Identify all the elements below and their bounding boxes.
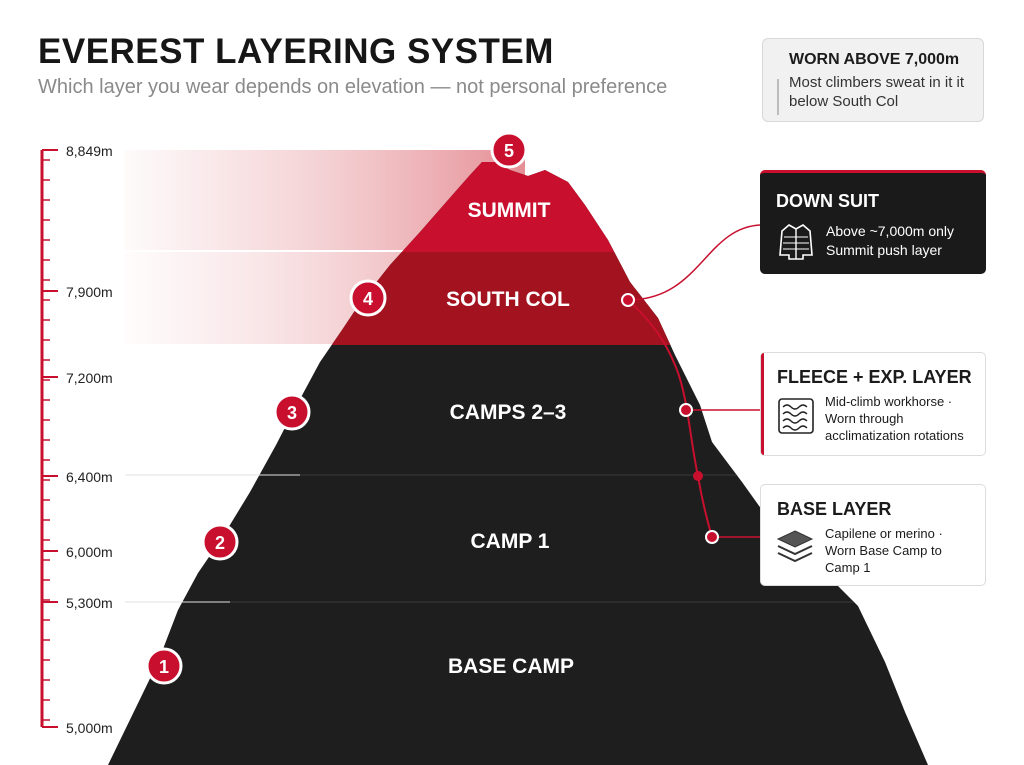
down-suit-card: DOWN SUIT Above ~7,000m only Summit push… [760,170,986,274]
fleece-icon [778,398,814,434]
worn-above-note: WORN ABOVE 7,000m Most climbers sweat in… [762,38,984,122]
elevation-axis: 8,849m 7,900m 7,200m 6,400m 6,000m 5,300… [40,143,113,736]
zone-marker-5: 5 [490,131,528,169]
zone-label-summit: SUMMIT [468,199,551,222]
note-divider [777,79,779,115]
note-body: Most climbers sweat in it it below South… [789,74,965,110]
svg-text:5: 5 [504,141,514,161]
fleece-card: FLEECE + EXP. LAYER Mid-climb workhorse … [760,352,986,456]
down-suit-line-1: Above ~7,000m only [826,223,955,239]
mountain-silhouette [108,162,928,765]
zone-label-camps-2-3: CAMPS 2–3 [450,401,567,424]
zone-label-camp-1: CAMP 1 [471,530,550,553]
tick-label-6000: 6,000m [66,544,113,560]
svg-text:1: 1 [159,657,169,677]
fleece-line-2: Worn through [825,411,904,426]
zone-marker-1: 1 [145,647,183,685]
jacket-icon [779,224,813,260]
svg-text:2: 2 [215,533,225,553]
tick-label-5300: 5,300m [66,595,113,611]
zone-label-south-col: SOUTH COL [446,288,570,311]
tick-label-6400: 6,400m [66,469,113,485]
zone-marker-3: 3 [273,393,311,431]
zone-marker-2: 2 [201,523,239,561]
base-layer-line-3: Camp 1 [825,560,871,575]
down-suit-line-2: Summit push layer [826,242,942,258]
down-suit-leader [627,224,761,301]
note-title: WORN ABOVE 7,000m [789,51,960,68]
zone-label-base-camp: BASE CAMP [448,655,574,678]
base-layer-card: BASE LAYER Capilene or merino · Worn Bas… [760,484,986,586]
svg-text:4: 4 [363,289,373,309]
tick-label-5000: 5,000m [66,720,113,736]
tick-label-7900: 7,900m [66,284,113,300]
page-title: EVEREST LAYERING SYSTEM [38,32,554,71]
layers-icon [776,530,814,563]
base-layer-title: BASE LAYER [777,499,892,519]
base-layer-line-1: Capilene or merino · [825,526,943,541]
fleece-title: FLEECE + EXP. LAYER [777,367,972,387]
base-layer-line-2: Worn Base Camp to [825,543,942,558]
tick-label-7200: 7,200m [66,370,113,386]
down-suit-dot [621,293,635,307]
base-layer-dot [705,530,719,544]
transition-dot [693,471,703,481]
page-subtitle: Which layer you wear depends on elevatio… [38,76,668,98]
fleece-line-3: acclimatization rotations [825,428,964,443]
fleece-dot [679,403,693,417]
tick-label-8849: 8,849m [66,143,113,159]
zone-marker-4: 4 [349,279,387,317]
fleece-card-accent [761,353,764,455]
svg-text:3: 3 [287,403,297,423]
fleece-line-1: Mid-climb workhorse · [825,394,953,409]
down-suit-title: DOWN SUIT [776,191,879,211]
